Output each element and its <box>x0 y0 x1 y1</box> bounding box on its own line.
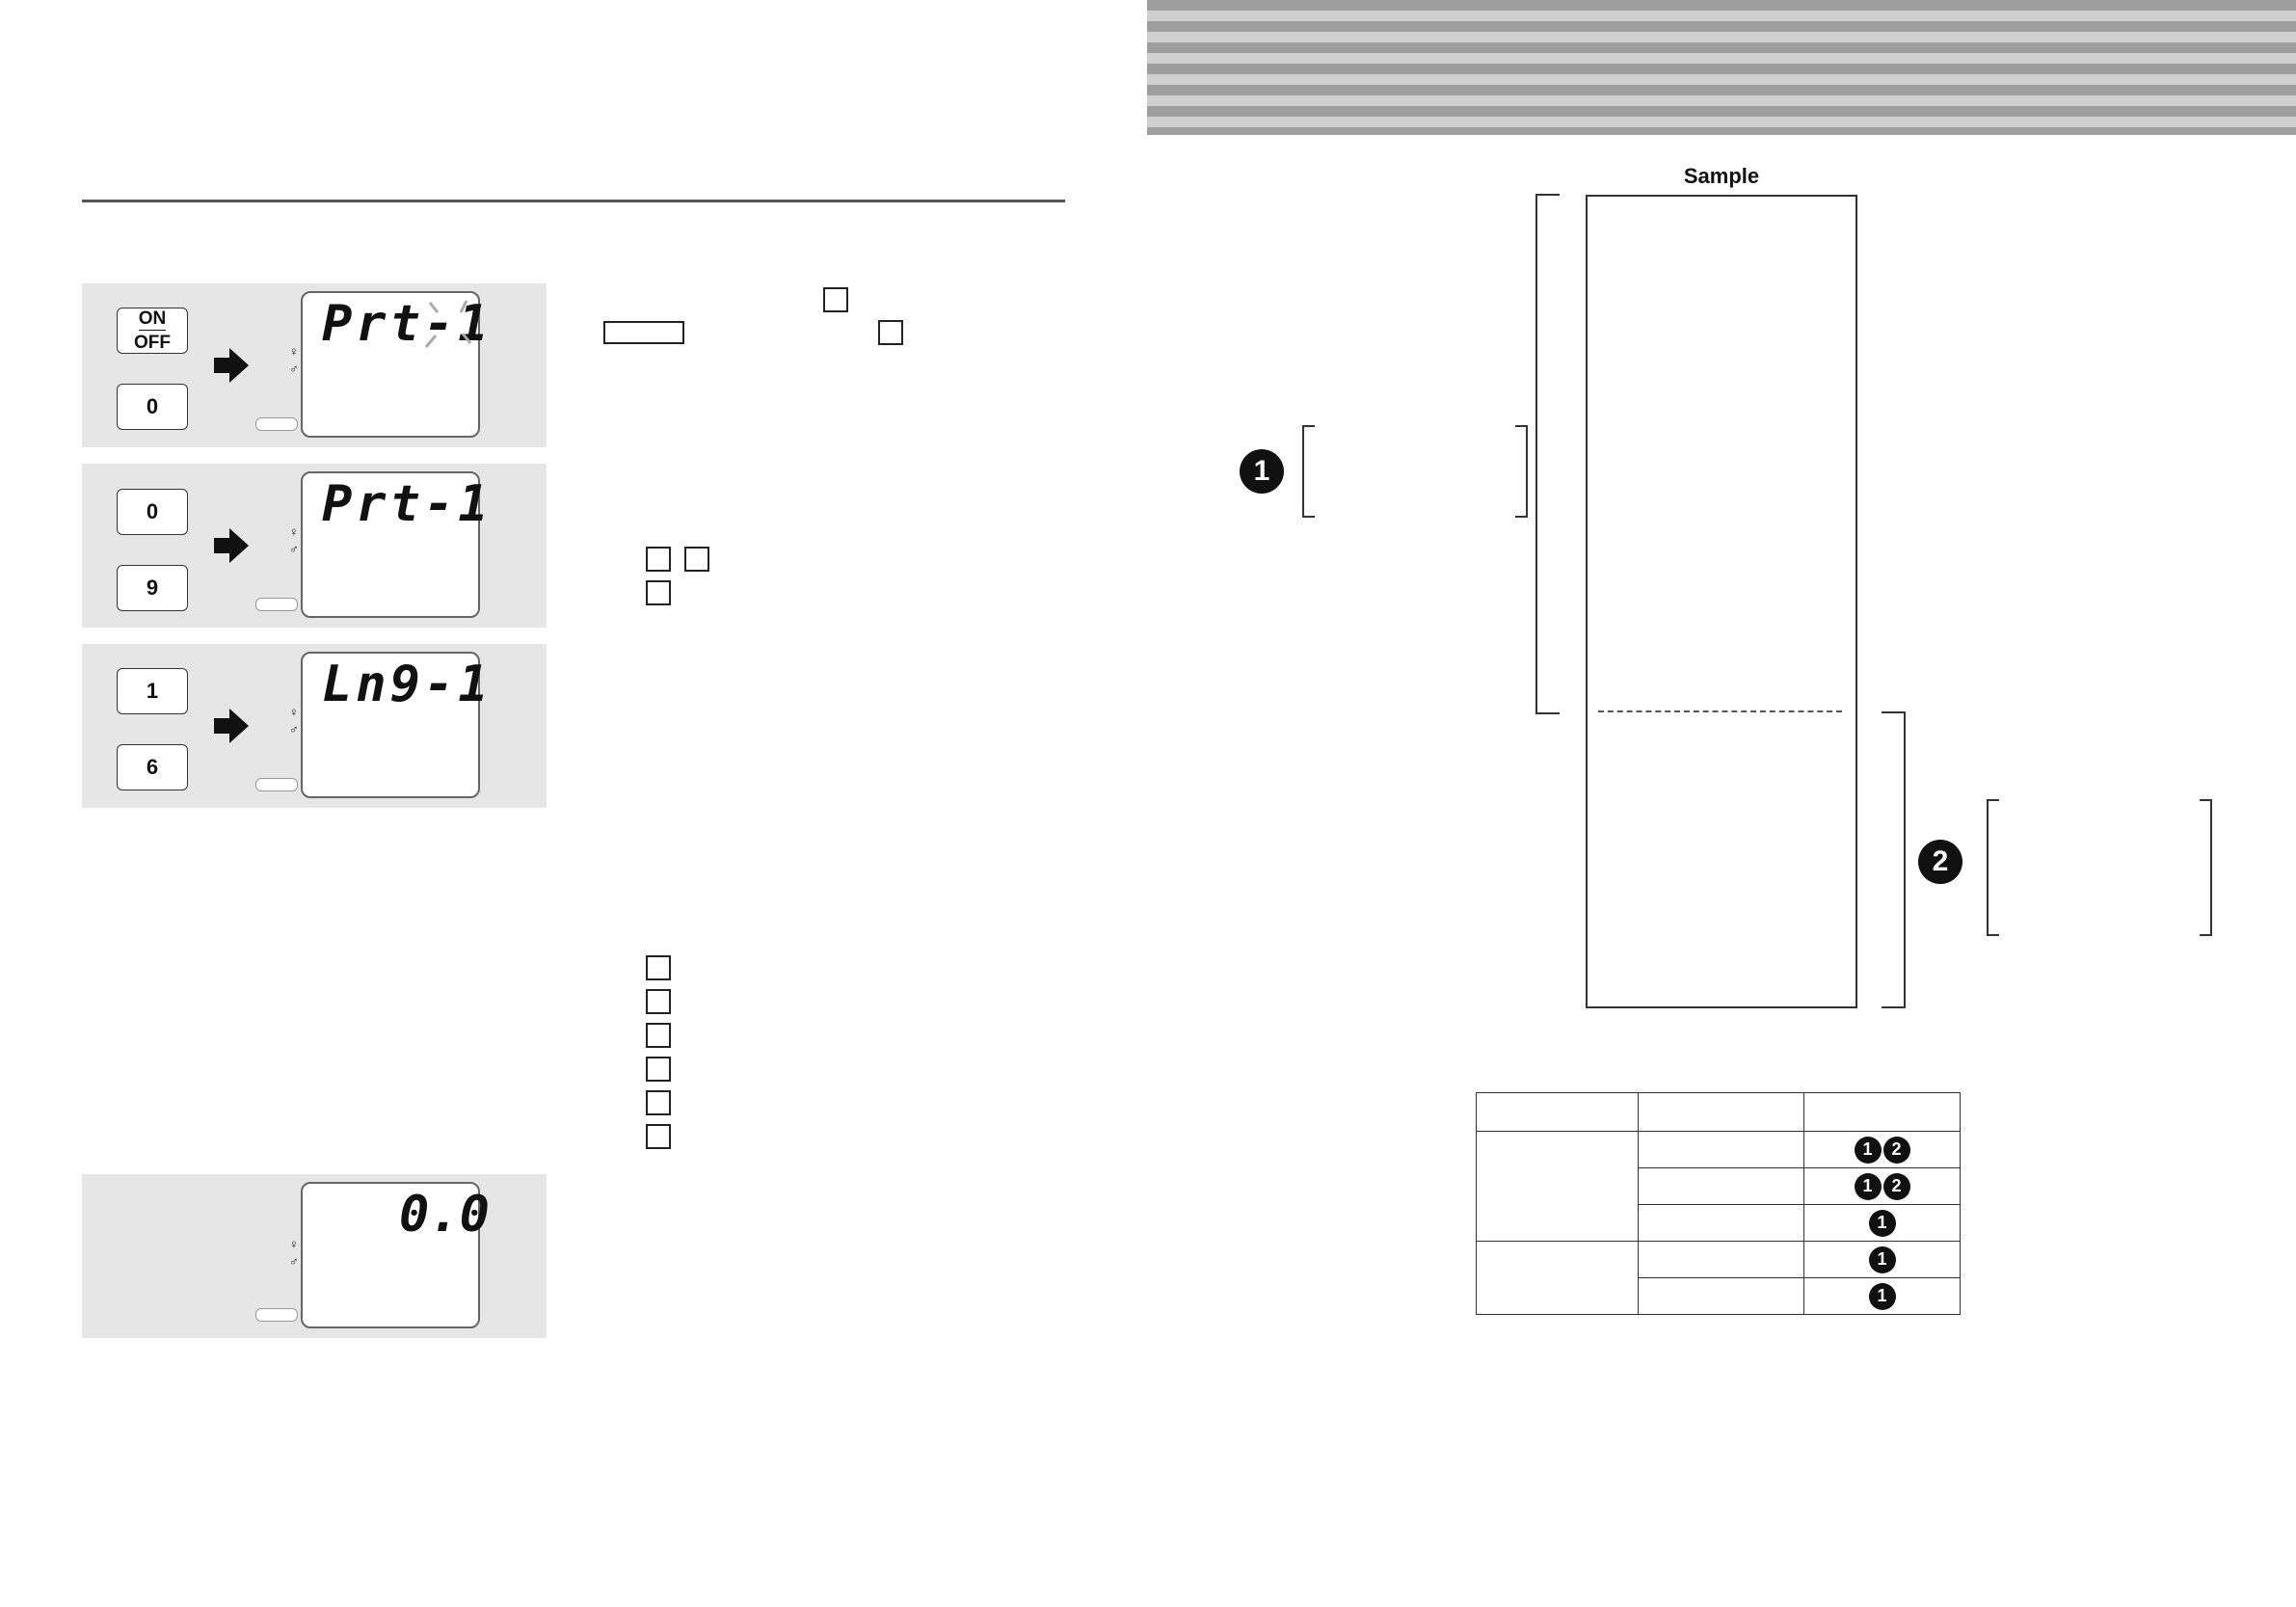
person-icon: ♀♂ <box>289 1237 299 1269</box>
on-off-key[interactable]: ON OFF <box>117 308 188 354</box>
person-icon: ♀♂ <box>289 524 299 556</box>
table-row: 1 <box>1476 1241 1961 1315</box>
step-panel-3: 1 6 ♀♂ Ln9-1 <box>82 644 547 808</box>
lcd-display: Prt-1 <box>301 291 489 438</box>
table-cell <box>1638 1131 1804 1168</box>
key-0[interactable]: 0 <box>117 384 188 430</box>
lcd-text: Prt-1 <box>322 475 493 533</box>
table-row: 1 <box>1477 1277 1961 1315</box>
lcd-text: Ln9-1 <box>322 656 493 713</box>
key-9[interactable]: 9 <box>117 565 188 611</box>
table-cell <box>1476 1241 1639 1315</box>
table-cell: 1 <box>1803 1241 1961 1278</box>
callout-badge-1: 1 <box>1240 449 1284 494</box>
table-cell <box>1476 1131 1639 1242</box>
callout-1-box <box>1302 425 1528 518</box>
table-header-row <box>1476 1092 1961 1132</box>
table-cell: 1 <box>1803 1277 1961 1315</box>
placeholder-box <box>684 547 709 572</box>
checkbox[interactable] <box>646 989 671 1014</box>
table-cell <box>1638 1167 1804 1205</box>
badge-1: 1 <box>1854 1172 1882 1200</box>
sample-title: Sample <box>1683 164 1760 188</box>
badge-2: 2 <box>1882 1172 1910 1200</box>
person-icon: ♀♂ <box>289 705 299 737</box>
right-arrow-icon <box>214 348 249 383</box>
tear-line <box>1598 710 1842 712</box>
checkbox[interactable] <box>646 1057 671 1082</box>
checkbox[interactable] <box>646 1023 671 1048</box>
indicator-pill <box>255 598 298 611</box>
lcd-text: 0.0 <box>399 1186 490 1244</box>
table-cell <box>1638 1241 1804 1278</box>
table-cell <box>1476 1092 1639 1132</box>
placeholder-wide-box <box>603 321 684 344</box>
checkbox[interactable] <box>646 955 671 980</box>
badge-1: 1 <box>1854 1136 1882 1164</box>
table-cell <box>1638 1277 1804 1315</box>
step-panel-2: 0 9 ♀♂ Prt-1 <box>82 464 547 628</box>
badge-1: 1 <box>1868 1282 1896 1310</box>
lcd-display: Prt-1 <box>301 471 489 618</box>
lcd-display: Ln9-1 <box>301 652 489 798</box>
person-icon: ♀♂ <box>289 344 299 376</box>
header-stripes <box>1147 0 2296 135</box>
callout-2-box <box>1987 799 2212 936</box>
table-cell <box>1638 1092 1804 1132</box>
table-cell: 1 <box>1803 1204 1961 1242</box>
checkbox[interactable] <box>646 1124 671 1149</box>
badge-1: 1 <box>1868 1245 1896 1273</box>
table-cell <box>1638 1204 1804 1242</box>
indicator-pill <box>255 1308 298 1322</box>
off-label: OFF <box>134 333 171 353</box>
right-arrow-icon <box>214 528 249 563</box>
step-panel-4: ♀♂ 0.0 <box>82 1174 547 1338</box>
section-1-bracket <box>1535 194 1560 714</box>
lcd-text: Prt-1 <box>322 295 493 353</box>
section-2-bracket <box>1882 711 1906 1008</box>
indicator-pill <box>255 778 298 791</box>
placeholder-box <box>646 580 671 605</box>
placeholder-box <box>878 320 903 345</box>
on-label: ON <box>138 308 167 331</box>
indicator-pill <box>255 417 298 431</box>
badge-1: 1 <box>1868 1209 1896 1237</box>
lcd-display: 0.0 <box>301 1182 490 1328</box>
placeholder-box <box>646 547 671 572</box>
callout-badge-2: 2 <box>1918 840 1962 884</box>
key-6[interactable]: 6 <box>117 744 188 790</box>
badge-2: 2 <box>1882 1136 1910 1164</box>
left-page-rule <box>82 200 1065 202</box>
key-1[interactable]: 1 <box>117 668 188 714</box>
checkbox[interactable] <box>646 1090 671 1115</box>
blink-marks-icon <box>424 300 472 348</box>
right-arrow-icon <box>214 709 249 743</box>
key-0[interactable]: 0 <box>117 489 188 535</box>
step-panel-1: ON OFF 0 ♀♂ Prt-1 <box>82 283 547 447</box>
sample-printout <box>1586 195 1857 1008</box>
table-cell <box>1803 1092 1961 1132</box>
placeholder-box <box>823 287 848 312</box>
